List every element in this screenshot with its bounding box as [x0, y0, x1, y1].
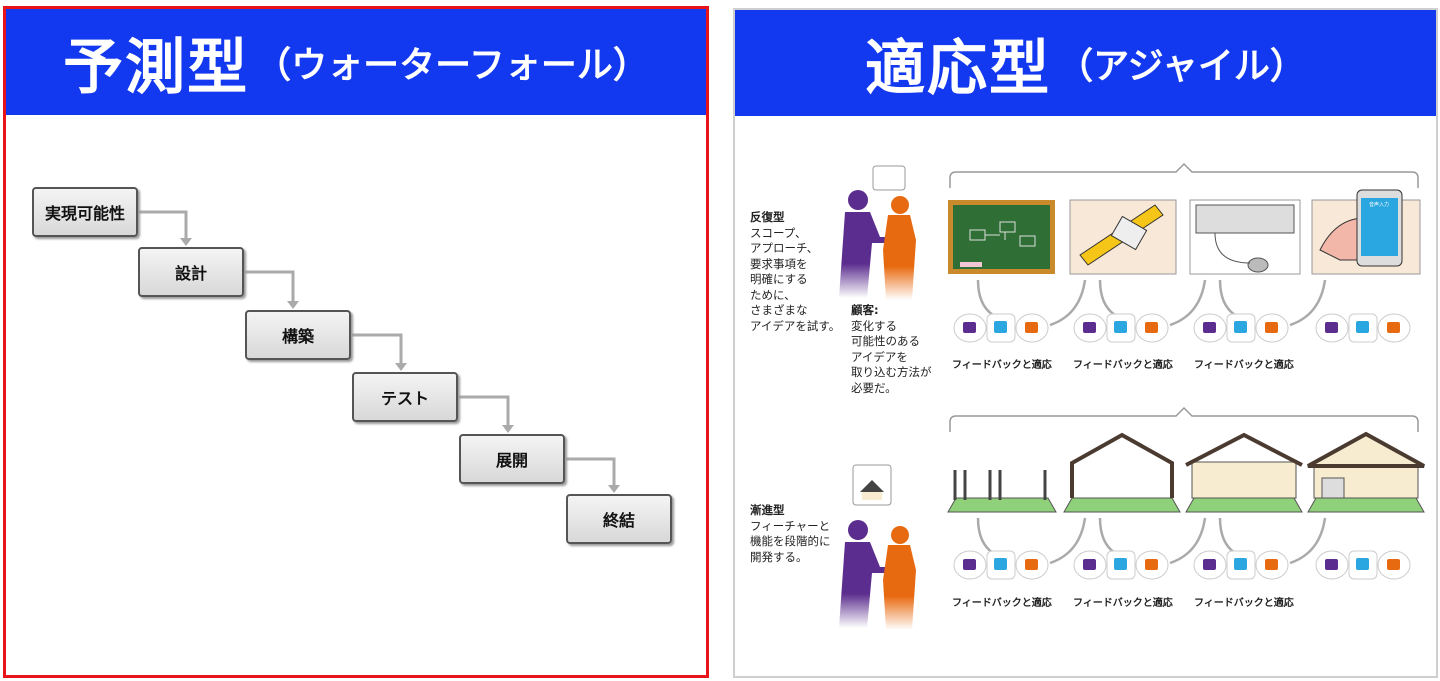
feedback-icons: [1315, 550, 1411, 580]
incremental-heading: 漸進型: [750, 503, 785, 517]
predictive-title: 予測型: [63, 32, 250, 103]
customer-description: 顧客:変化する 可能性のある アイデアを 取り込む方法が 必要だ。: [851, 303, 932, 396]
adaptive-subtitle: （アジャイル）: [1057, 46, 1306, 87]
predictive-panel: 予測型 （ウォーターフォール）: [3, 6, 709, 678]
pencil-eraser-icon: [1069, 199, 1177, 275]
adaptive-title: 適応型: [865, 33, 1052, 104]
step-design: 設計: [138, 247, 244, 297]
iterative-body: スコープ、 アプローチ、 要求事項を 明確にする ために、 さまざまな アイデア…: [750, 225, 841, 333]
brace-top: [949, 162, 1419, 188]
feedback-icons: [1073, 313, 1169, 343]
feedback-icons: [1073, 550, 1169, 580]
step-close: 終結: [566, 494, 672, 544]
phone-screen-text: 音声入力: [1369, 201, 1389, 208]
feedback-label: フィードバックと適応: [1194, 598, 1294, 609]
feedback-icons: [953, 313, 1049, 343]
feedback-icons: [1315, 313, 1411, 343]
feedback-icons: [1193, 313, 1289, 343]
feedback-label: フィードバックと適応: [1073, 360, 1173, 371]
brace-bottom: [949, 406, 1419, 432]
customer-figures-bottom: [839, 520, 916, 630]
predictive-header: 予測型 （ウォーターフォール）: [6, 9, 706, 115]
feedback-arrows-top: [976, 279, 1327, 327]
iterative-description: 反復型スコープ、 アプローチ、 要求事項を 明確にする ために、 さまざまな ア…: [750, 210, 840, 334]
chalkboard-icon: [948, 200, 1055, 274]
house-bubble: [852, 464, 892, 506]
customer-body: 変化する 可能性のある アイデアを 取り込む方法が 必要だ。: [851, 318, 932, 395]
feedback-label: フィードバックと適応: [1073, 598, 1173, 609]
incremental-body: フィーチャーと 機能を段階的に 開発する。: [750, 518, 831, 564]
step-feasibility: 実現可能性: [32, 187, 138, 237]
adaptive-header: 適応型 （アジャイル）: [735, 10, 1436, 116]
house-frame: [1063, 432, 1181, 513]
feedback-label: フィードバックと適応: [952, 360, 1052, 371]
step-build: 構築: [245, 310, 351, 360]
feedback-label: フィードバックと適応: [952, 598, 1052, 609]
feedback-label: フィードバックと適応: [1194, 360, 1294, 371]
house-partial: [1185, 432, 1303, 513]
incremental-description: 漸進型フィーチャーと 機能を段階的に 開発する。: [750, 503, 831, 565]
iterative-heading: 反復型: [750, 210, 785, 224]
feedback-icons: [1193, 550, 1289, 580]
speech-bubble-empty: [872, 165, 906, 191]
step-test: テスト: [352, 372, 458, 422]
feedback-icons: [953, 550, 1049, 580]
adaptive-panel: 適応型 （アジャイル）: [733, 8, 1438, 678]
smartphone-icon: 音声入力: [1311, 189, 1421, 275]
house-foundation: [947, 470, 1057, 513]
keyboard-mouse-icon: [1189, 199, 1301, 275]
house-complete: [1307, 431, 1425, 513]
predictive-subtitle: （ウォーターフォール）: [255, 45, 649, 86]
customer-figures-top: [839, 190, 916, 300]
customer-heading: 顧客:: [851, 303, 879, 317]
waterfall-arrows: [138, 210, 620, 493]
step-deploy: 展開: [459, 434, 565, 484]
